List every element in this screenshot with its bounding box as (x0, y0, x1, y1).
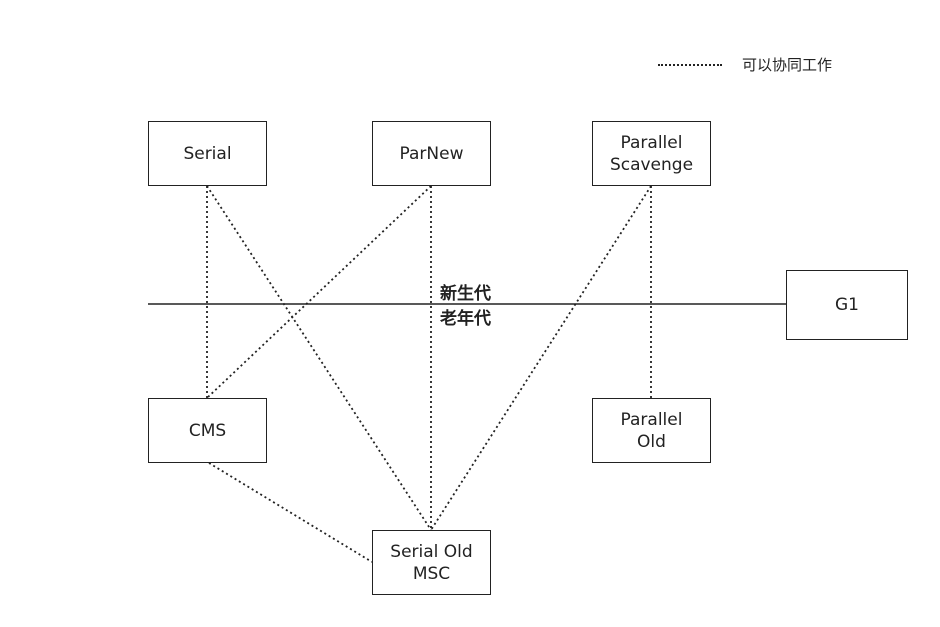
connection-parnew-to-cms (206, 185, 432, 399)
legend-dotted-line-sample (658, 63, 722, 66)
parnew-collector-label: ParNew (399, 143, 464, 164)
connection-parallel-scavenge-to-serial-old (430, 185, 652, 531)
legend-text: 可以协同工作 (742, 56, 833, 74)
g1-collector-label: G1 (835, 295, 859, 315)
serial-old-msc-collector-box: Serial Old MSC (372, 530, 491, 595)
g1-collector-box: G1 (786, 270, 908, 340)
connection-cms-to-serial-old (208, 462, 373, 563)
connection-serial-to-serial-old (206, 185, 432, 531)
serial-collector-label: Serial (183, 143, 232, 164)
parallel-scavenge-collector-label: Parallel Scavenge (609, 132, 694, 175)
connection-lines (206, 185, 652, 563)
legend: 可以协同工作 (658, 54, 832, 75)
parallel-old-collector-label: Parallel Old (620, 409, 683, 452)
parnew-collector-box: ParNew (372, 121, 491, 186)
serial-collector-box: Serial (148, 121, 267, 186)
cms-collector-label: CMS (188, 420, 227, 441)
serial-old-msc-collector-label: Serial Old MSC (390, 541, 473, 584)
old-generation-label: 老年代 (440, 309, 491, 329)
parallel-old-collector-box: Parallel Old (592, 398, 711, 463)
parallel-scavenge-collector-box: Parallel Scavenge (592, 121, 711, 186)
cms-collector-box: CMS (148, 398, 267, 463)
young-generation-label: 新生代 (440, 284, 491, 304)
